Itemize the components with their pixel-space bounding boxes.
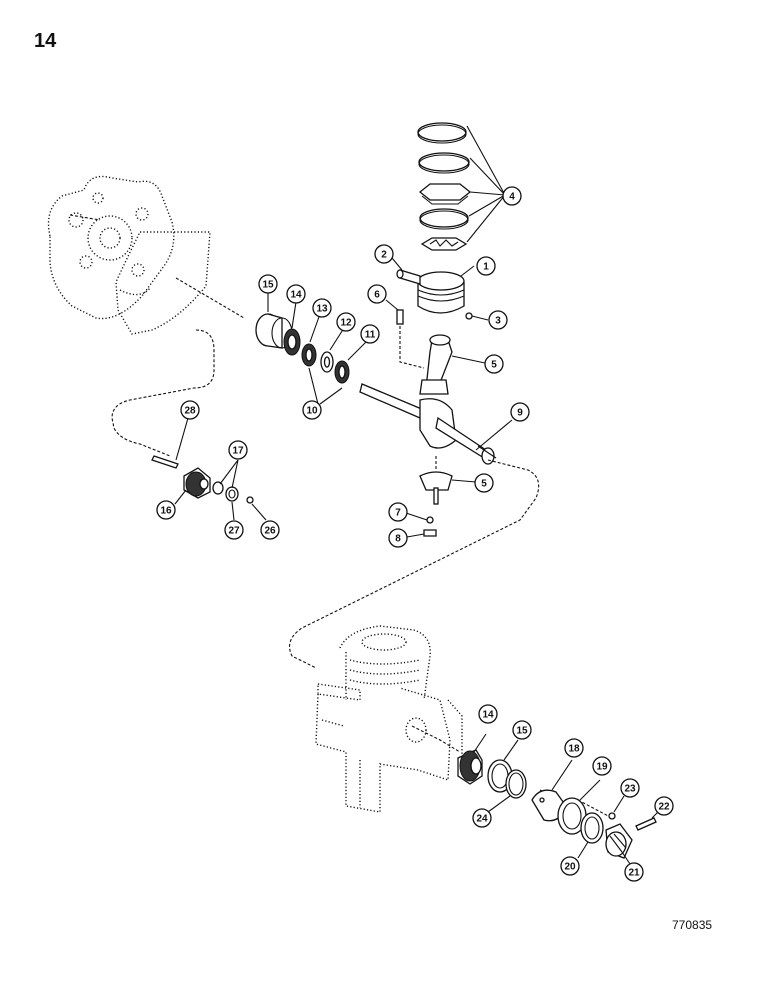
svg-text:1: 1: [483, 262, 489, 273]
callout-14-lower: 14: [478, 704, 498, 724]
callout-16: 16: [156, 500, 176, 520]
svg-text:16: 16: [160, 506, 172, 517]
callout-15-lower: 15: [512, 720, 532, 740]
callout-10: 10: [302, 400, 322, 420]
svg-text:15: 15: [516, 726, 528, 737]
callout-28: 28: [180, 400, 200, 420]
upper-bearings: [255, 292, 369, 405]
svg-text:5: 5: [491, 360, 497, 371]
svg-text:7: 7: [395, 508, 401, 519]
svg-text:20: 20: [564, 862, 576, 873]
callout-3: 3: [488, 310, 508, 330]
svg-text:18: 18: [568, 744, 580, 755]
callout-22: 22: [654, 796, 674, 816]
callout-24: 24: [472, 808, 492, 828]
svg-text:6: 6: [374, 290, 380, 301]
callout-8: 8: [388, 528, 408, 548]
callout-11: 11: [360, 324, 380, 344]
callout-2: 2: [374, 244, 394, 264]
svg-text:26: 26: [264, 526, 276, 537]
callout-18: 18: [564, 738, 584, 758]
piston-assembly: [391, 257, 489, 321]
svg-text:21: 21: [628, 868, 640, 879]
callout-26: 26: [260, 520, 280, 540]
svg-text:17: 17: [232, 446, 244, 457]
callout-4: 4: [502, 186, 522, 206]
page-number: 14: [34, 30, 57, 52]
svg-text:4: 4: [509, 192, 515, 203]
engine-block-outline: [315, 625, 463, 813]
figure-code: 770835: [672, 918, 713, 932]
callout-20: 20: [560, 856, 580, 876]
connecting-rod: [419, 334, 486, 395]
svg-text:23: 23: [624, 784, 636, 795]
svg-text:27: 27: [228, 526, 240, 537]
svg-text:10: 10: [306, 406, 318, 417]
svg-text:19: 19: [596, 762, 608, 773]
svg-text:11: 11: [365, 330, 376, 341]
svg-text:9: 9: [517, 408, 523, 419]
bolt-6: [385, 299, 425, 369]
callout-9: 9: [510, 402, 530, 422]
crankcase-half-outline: [47, 175, 245, 335]
gear-group: [151, 417, 267, 521]
callouts: 1 2 3 4 5 5 6 7 8 9 10 11 12 13 14 14 15…: [156, 186, 674, 882]
svg-text:28: 28: [184, 406, 196, 417]
svg-text:2: 2: [381, 250, 387, 261]
callout-15-upper: 15: [258, 274, 278, 294]
svg-text:13: 13: [316, 304, 328, 315]
svg-text:5: 5: [481, 479, 487, 490]
callout-13: 13: [312, 298, 332, 318]
callout-7: 7: [388, 502, 408, 522]
svg-text:14: 14: [290, 290, 302, 301]
svg-text:3: 3: [495, 316, 501, 327]
crankshaft: [359, 383, 513, 465]
callout-5-lower: 5: [474, 473, 494, 493]
svg-text:14: 14: [482, 710, 494, 721]
svg-text:12: 12: [340, 318, 352, 329]
callout-12: 12: [336, 312, 356, 332]
svg-text:15: 15: [262, 280, 274, 291]
callout-14-upper: 14: [286, 284, 306, 304]
lower-bearings: [457, 733, 661, 865]
rod-cap: [405, 456, 477, 538]
svg-text:22: 22: [658, 802, 670, 813]
callout-27: 27: [224, 520, 244, 540]
callout-17: 17: [228, 440, 248, 460]
callout-21: 21: [624, 862, 644, 882]
svg-text:24: 24: [476, 814, 488, 825]
callout-6: 6: [367, 284, 387, 304]
piston-rings: [417, 122, 506, 251]
callout-19: 19: [592, 756, 612, 776]
callout-23: 23: [620, 778, 640, 798]
callout-1: 1: [476, 256, 496, 276]
svg-text:8: 8: [395, 534, 401, 545]
callout-5-upper: 5: [484, 354, 504, 374]
